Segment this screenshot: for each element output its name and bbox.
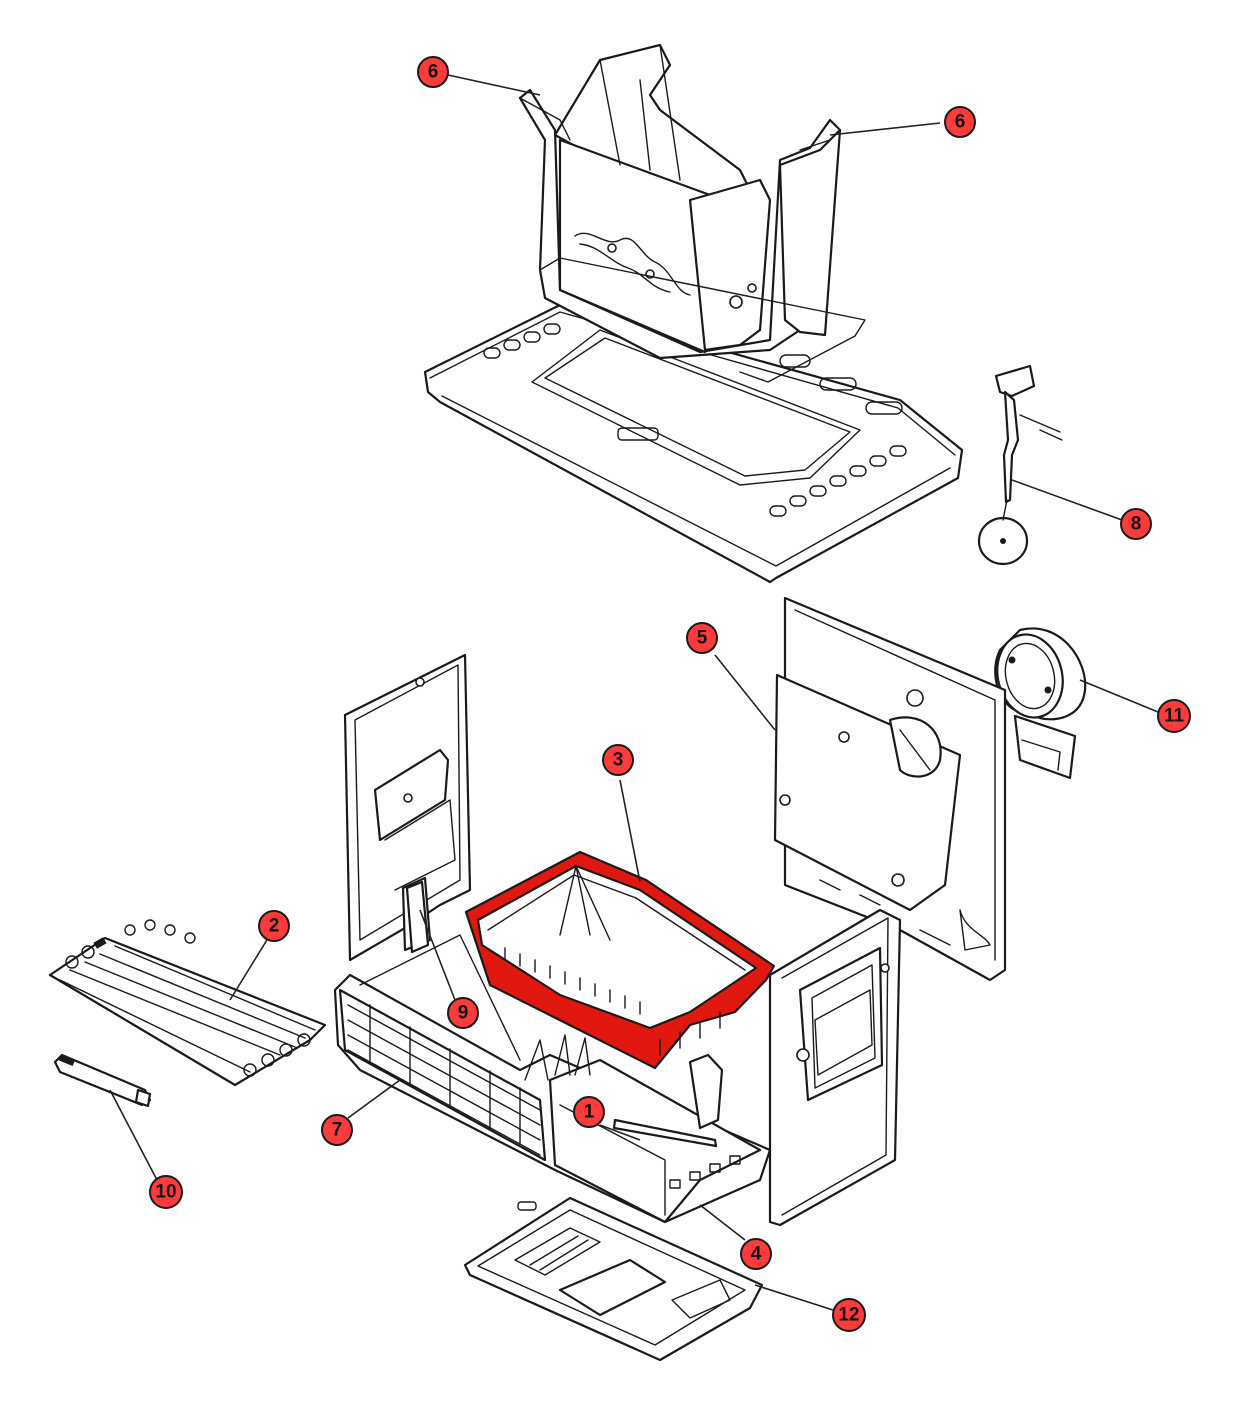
top-cradle xyxy=(518,43,866,383)
callout-circle xyxy=(417,56,449,88)
callout-7: 7 xyxy=(321,1114,353,1146)
callout-label: 3 xyxy=(613,750,624,771)
callout-label: 4 xyxy=(751,1244,762,1265)
callout-label: 1 xyxy=(584,1102,595,1123)
baffle-bracket xyxy=(405,880,430,954)
callout-12: 12 xyxy=(832,1298,866,1332)
callout-2: 2 xyxy=(258,910,290,942)
firebox-liner xyxy=(464,850,776,1070)
callout-5: 5 xyxy=(686,622,718,654)
callout-label: 10 xyxy=(155,1182,176,1203)
back-panel xyxy=(773,596,1007,982)
left-side-panel xyxy=(343,653,472,962)
damper-rod xyxy=(977,364,1063,566)
callout-label: 11 xyxy=(1164,706,1185,727)
callout-6-top-right: 6 xyxy=(944,106,976,138)
callout-label: 6 xyxy=(955,112,966,133)
callout-3: 3 xyxy=(602,744,634,776)
callout-label: 2 xyxy=(269,916,280,937)
flue-collar xyxy=(994,627,1087,780)
callout-4: 4 xyxy=(740,1238,772,1270)
callout-10: 10 xyxy=(149,1175,183,1209)
firebox-inner xyxy=(476,864,758,1030)
callout-label: 6 xyxy=(428,62,439,83)
callout-label: 7 xyxy=(332,1120,343,1141)
callout-1: 1 xyxy=(573,1096,605,1128)
front-door-panel xyxy=(768,908,902,1227)
callout-9: 9 xyxy=(447,997,479,1029)
base-assembly xyxy=(333,934,772,1224)
callout-label: 9 xyxy=(458,1003,469,1024)
callout-label: 5 xyxy=(697,628,708,649)
callout-label: 8 xyxy=(1131,514,1142,535)
callout-label: 12 xyxy=(838,1305,859,1326)
handle-tool xyxy=(53,1053,152,1108)
callout-6-top-left: 6 xyxy=(417,56,449,88)
callout-8: 8 xyxy=(1120,508,1152,540)
ash-pan xyxy=(463,1196,764,1362)
leader-lines xyxy=(109,74,1159,1311)
grate xyxy=(48,919,327,1087)
callout-11: 11 xyxy=(1157,699,1191,733)
